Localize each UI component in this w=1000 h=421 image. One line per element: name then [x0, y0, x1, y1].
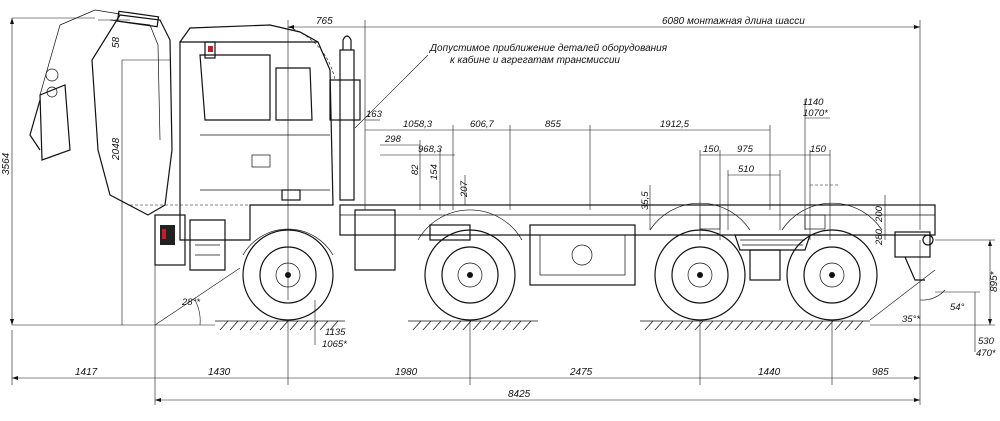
- dim-2048: 2048: [111, 137, 122, 161]
- chassis-frame: [339, 204, 936, 286]
- cab-door-window: [275, 67, 313, 121]
- dim-855: 855: [545, 119, 562, 130]
- cab-marker-light: [208, 46, 213, 52]
- dim-895: 895*: [989, 270, 1000, 292]
- angle-28: 28°*: [181, 297, 200, 308]
- dim-1065: 1065*: [322, 339, 347, 350]
- dim-985: 985: [872, 367, 889, 378]
- dimension-ticks: [10, 18, 992, 402]
- dim-2475: 2475: [569, 367, 593, 378]
- dim-470: 470*: [976, 348, 996, 359]
- wheel-4: [781, 202, 883, 321]
- dim-chassis-length: 6080 монтажная длина шасси: [662, 16, 805, 27]
- dim-150-left: 150: [703, 144, 720, 155]
- ground-hatching: [215, 320, 870, 331]
- dim-1980: 1980: [395, 367, 418, 378]
- dim-154: 154: [429, 164, 440, 180]
- truck-cab: [29, 9, 361, 271]
- dim-1135: 1135: [325, 327, 346, 338]
- labels: Допустимое приближение деталей оборудова…: [1, 16, 1000, 400]
- rear-spring: [734, 234, 811, 251]
- dim-1058: 1058,3: [403, 119, 433, 130]
- dim-207: 207: [459, 180, 470, 198]
- dim-1140: 1140: [803, 97, 824, 108]
- dim-298: 298: [384, 134, 402, 145]
- angle-54: 54°: [950, 302, 965, 313]
- dim-606: 606,7: [470, 119, 494, 130]
- exhaust-stack: [339, 49, 355, 201]
- dimension-lines: [11, 17, 995, 405]
- dim-58: 58: [111, 36, 122, 48]
- dim-150-right: 150: [810, 144, 827, 155]
- dim-975: 975: [737, 144, 754, 155]
- dim-1440: 1440: [758, 367, 781, 378]
- dim-82: 82: [410, 164, 421, 175]
- note-line-1: Допустимое приближение деталей оборудова…: [429, 42, 668, 54]
- dim-968: 968,3: [418, 144, 442, 155]
- dim-1912: 1912,5: [660, 119, 690, 130]
- dim-1430: 1430: [208, 367, 231, 378]
- dim-1417: 1417: [75, 367, 98, 378]
- note-line-2: к кабине и агрегатам трансмиссии: [450, 54, 620, 66]
- tilted-hood-panel: [39, 84, 71, 161]
- dim-1070: 1070*: [803, 108, 828, 119]
- note-leader: [354, 54, 429, 129]
- frame-rail: [339, 204, 936, 236]
- dim-280: 280: [874, 228, 885, 246]
- dim-510: 510: [738, 164, 755, 175]
- dim-163: 163: [366, 109, 383, 120]
- clearance-envelope: [130, 26, 840, 206]
- angle-35: 35°*: [902, 314, 920, 325]
- cab-side-window: [199, 54, 271, 121]
- fuel-tank: [529, 224, 636, 286]
- dim-3564: 3564: [1, 152, 12, 175]
- dim-35-5: 35,5: [640, 191, 651, 210]
- dim-765: 765: [316, 16, 333, 27]
- wheels: [242, 202, 883, 321]
- dim-530: 530: [978, 336, 995, 347]
- dim-8425: 8425: [508, 389, 531, 400]
- cab-tilted-outline: [91, 14, 173, 216]
- dim-200: 200: [874, 205, 885, 223]
